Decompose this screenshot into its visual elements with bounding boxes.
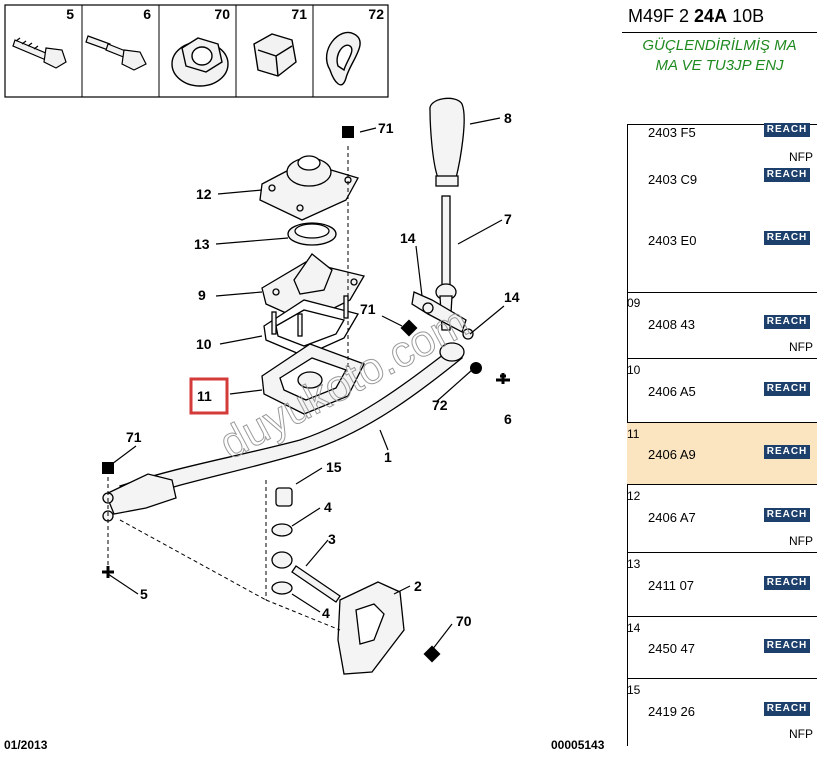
callout-10: 10 [196, 336, 212, 352]
callout-13: 13 [194, 236, 210, 252]
row-group-08[interactable] [627, 124, 817, 292]
row-index: 14 [627, 621, 641, 635]
callout-11: 11 [197, 388, 212, 404]
callout-4-top: 4 [324, 499, 332, 515]
row-index: 15 [627, 683, 641, 697]
callout-2: 2 [414, 578, 422, 594]
callout-9: 9 [198, 287, 206, 303]
row-group-10[interactable] [627, 358, 817, 422]
row-index: 10 [627, 363, 641, 377]
nfp-label: NFP [789, 534, 813, 548]
reach-badge: REACH [764, 445, 810, 459]
callout-5: 5 [140, 586, 148, 602]
part-code[interactable]: 2408 43 [648, 317, 695, 332]
gear-lever-assembly [102, 97, 474, 675]
callout-71-mid: 71 [360, 301, 376, 317]
row-group-13[interactable] [627, 552, 817, 616]
reach-badge: REACH [764, 702, 810, 716]
part-code[interactable]: 2419 26 [648, 704, 695, 719]
title-prefix: M49F 2 [628, 6, 690, 26]
row-index: 13 [627, 557, 641, 571]
callout-8: 8 [504, 110, 512, 126]
row-group-12[interactable] [627, 484, 817, 552]
model-title: M49F 2 24A 10B [628, 6, 764, 27]
reach-badge: REACH [764, 123, 810, 137]
nfp-label: NFP [789, 340, 813, 354]
part-code[interactable]: 2406 A9 [648, 447, 696, 462]
footer-ref: 00005143 [551, 738, 605, 752]
part-code[interactable]: 2406 A5 [648, 384, 696, 399]
callout-7: 7 [504, 211, 512, 227]
nfp-label: NFP [789, 727, 813, 741]
callout-6: 6 [504, 411, 512, 427]
callout-71-left: 71 [126, 429, 142, 445]
part-code[interactable]: 2403 C9 [648, 172, 698, 187]
part-code[interactable]: 2403 E0 [648, 233, 697, 248]
callout-1: 1 [384, 449, 392, 465]
callout-3: 3 [328, 531, 336, 547]
legend-num-70: 70 [214, 6, 230, 22]
fixing-symbols [102, 126, 510, 663]
title-divider [622, 32, 817, 33]
legend-num-6: 6 [143, 6, 151, 22]
title-bold: 24A [694, 6, 728, 26]
subtitle: GÜÇLENDİRİLMİŞ MA MA VE TU3JP ENJ [622, 36, 817, 76]
legend-num-5: 5 [66, 6, 74, 22]
row-index: 12 [627, 489, 641, 503]
footer-date: 01/2013 [4, 738, 48, 752]
reach-badge: REACH [764, 508, 810, 522]
row-group-15[interactable] [627, 678, 817, 748]
bolt-6-icon [85, 35, 147, 71]
part-code[interactable]: 2406 A7 [648, 510, 696, 525]
row-index: 09 [627, 296, 641, 310]
nut-71-icon [253, 33, 297, 77]
callout-12: 12 [196, 186, 212, 202]
leader-lines [107, 117, 505, 651]
guide-lines [107, 146, 349, 631]
row-group-09[interactable] [627, 292, 817, 358]
title-suffix: 10B [732, 6, 765, 26]
bolt-5-icon [12, 37, 67, 69]
nfp-label: NFP [789, 150, 813, 164]
part-code[interactable]: 2450 47 [648, 641, 695, 656]
reach-badge: REACH [764, 382, 810, 396]
legend-num-72: 72 [368, 6, 384, 22]
callout-14-right: 14 [504, 289, 520, 305]
callout-70: 70 [456, 613, 472, 629]
row-group-14[interactable] [627, 616, 817, 678]
diagram-canvas: 5 6 70 71 72 [4, 4, 520, 675]
subtitle-line-1: GÜÇLENDİRİLMİŞ MA [642, 37, 797, 54]
callout-72: 72 [432, 397, 448, 413]
reach-badge: REACH [764, 231, 810, 245]
reach-badge: REACH [764, 639, 810, 653]
callout-11-highlight [189, 377, 229, 415]
legend-num-71: 71 [291, 6, 307, 22]
subtitle-line-2: MA VE TU3JP ENJ [655, 57, 784, 74]
part-code[interactable]: 2411 07 [648, 578, 695, 593]
exploded-diagram: 5 6 70 71 72 [4, 4, 520, 675]
parts-panel: M49F 2 24A 10B GÜÇLENDİRİLMİŞ MA MA VE T… [622, 0, 817, 757]
callout-14-left: 14 [400, 230, 416, 246]
part-code[interactable]: 2403 F5 [648, 125, 696, 140]
washer-72-icon [325, 31, 361, 86]
callout-4-bottom: 4 [322, 605, 330, 621]
row-index: 11 [627, 427, 640, 441]
callout-15: 15 [326, 459, 342, 475]
callout-71-top: 71 [378, 120, 394, 136]
flange-nut-70-icon [171, 37, 229, 87]
reach-badge: REACH [764, 315, 810, 329]
reach-badge: REACH [764, 576, 810, 590]
reach-badge: REACH [764, 168, 810, 182]
